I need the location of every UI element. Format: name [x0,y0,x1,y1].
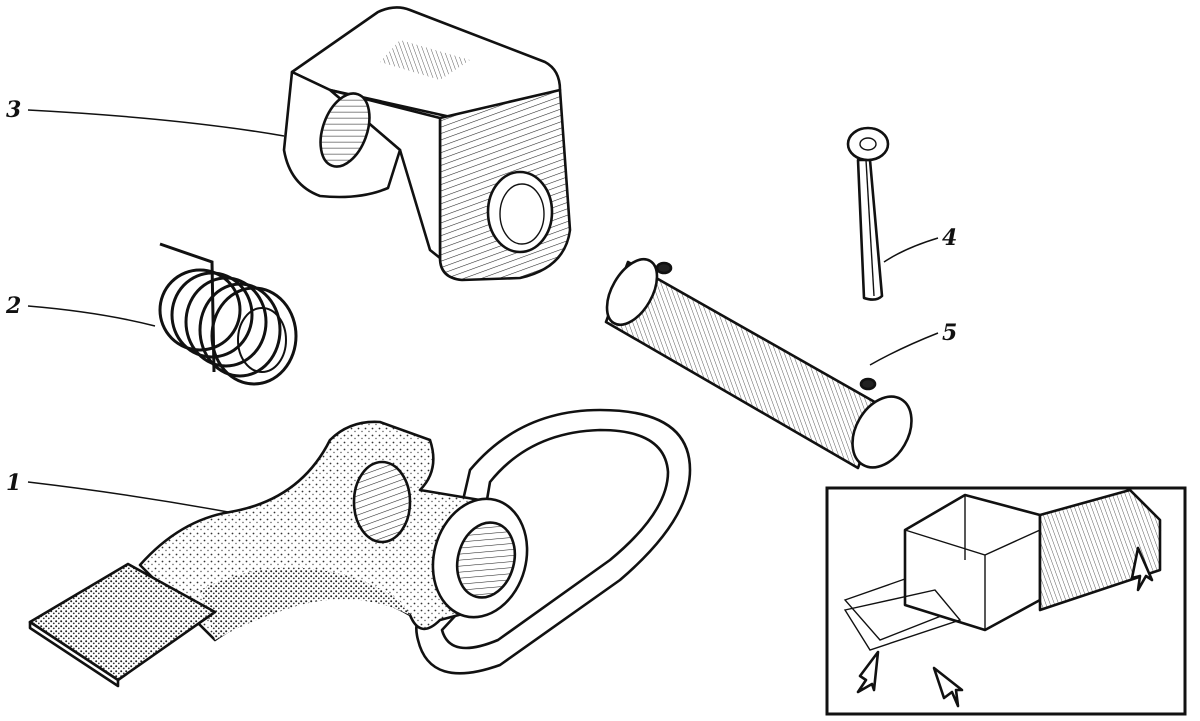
part-4-cotter-pin [846,126,890,301]
part-3-clevis-bracket [282,6,572,282]
leader-4 [883,237,939,263]
callout-3: 3 [6,97,21,123]
part-1-hook-lever [28,408,692,688]
callout-5: 5 [942,320,957,346]
leader-1 [27,481,229,513]
part-5-cylindrical-pin [604,257,913,470]
callout-2: 2 [5,293,21,319]
callout-labels: 3 2 1 4 5 [5,97,957,496]
leader-5 [869,332,939,366]
leader-2 [27,305,156,327]
inset-chassis-view [825,486,1187,716]
callout-1: 1 [6,470,21,496]
part-2-torsion-spring [158,242,298,386]
leader-lines [27,109,939,513]
leader-3 [27,109,285,137]
callout-4: 4 [942,225,957,251]
